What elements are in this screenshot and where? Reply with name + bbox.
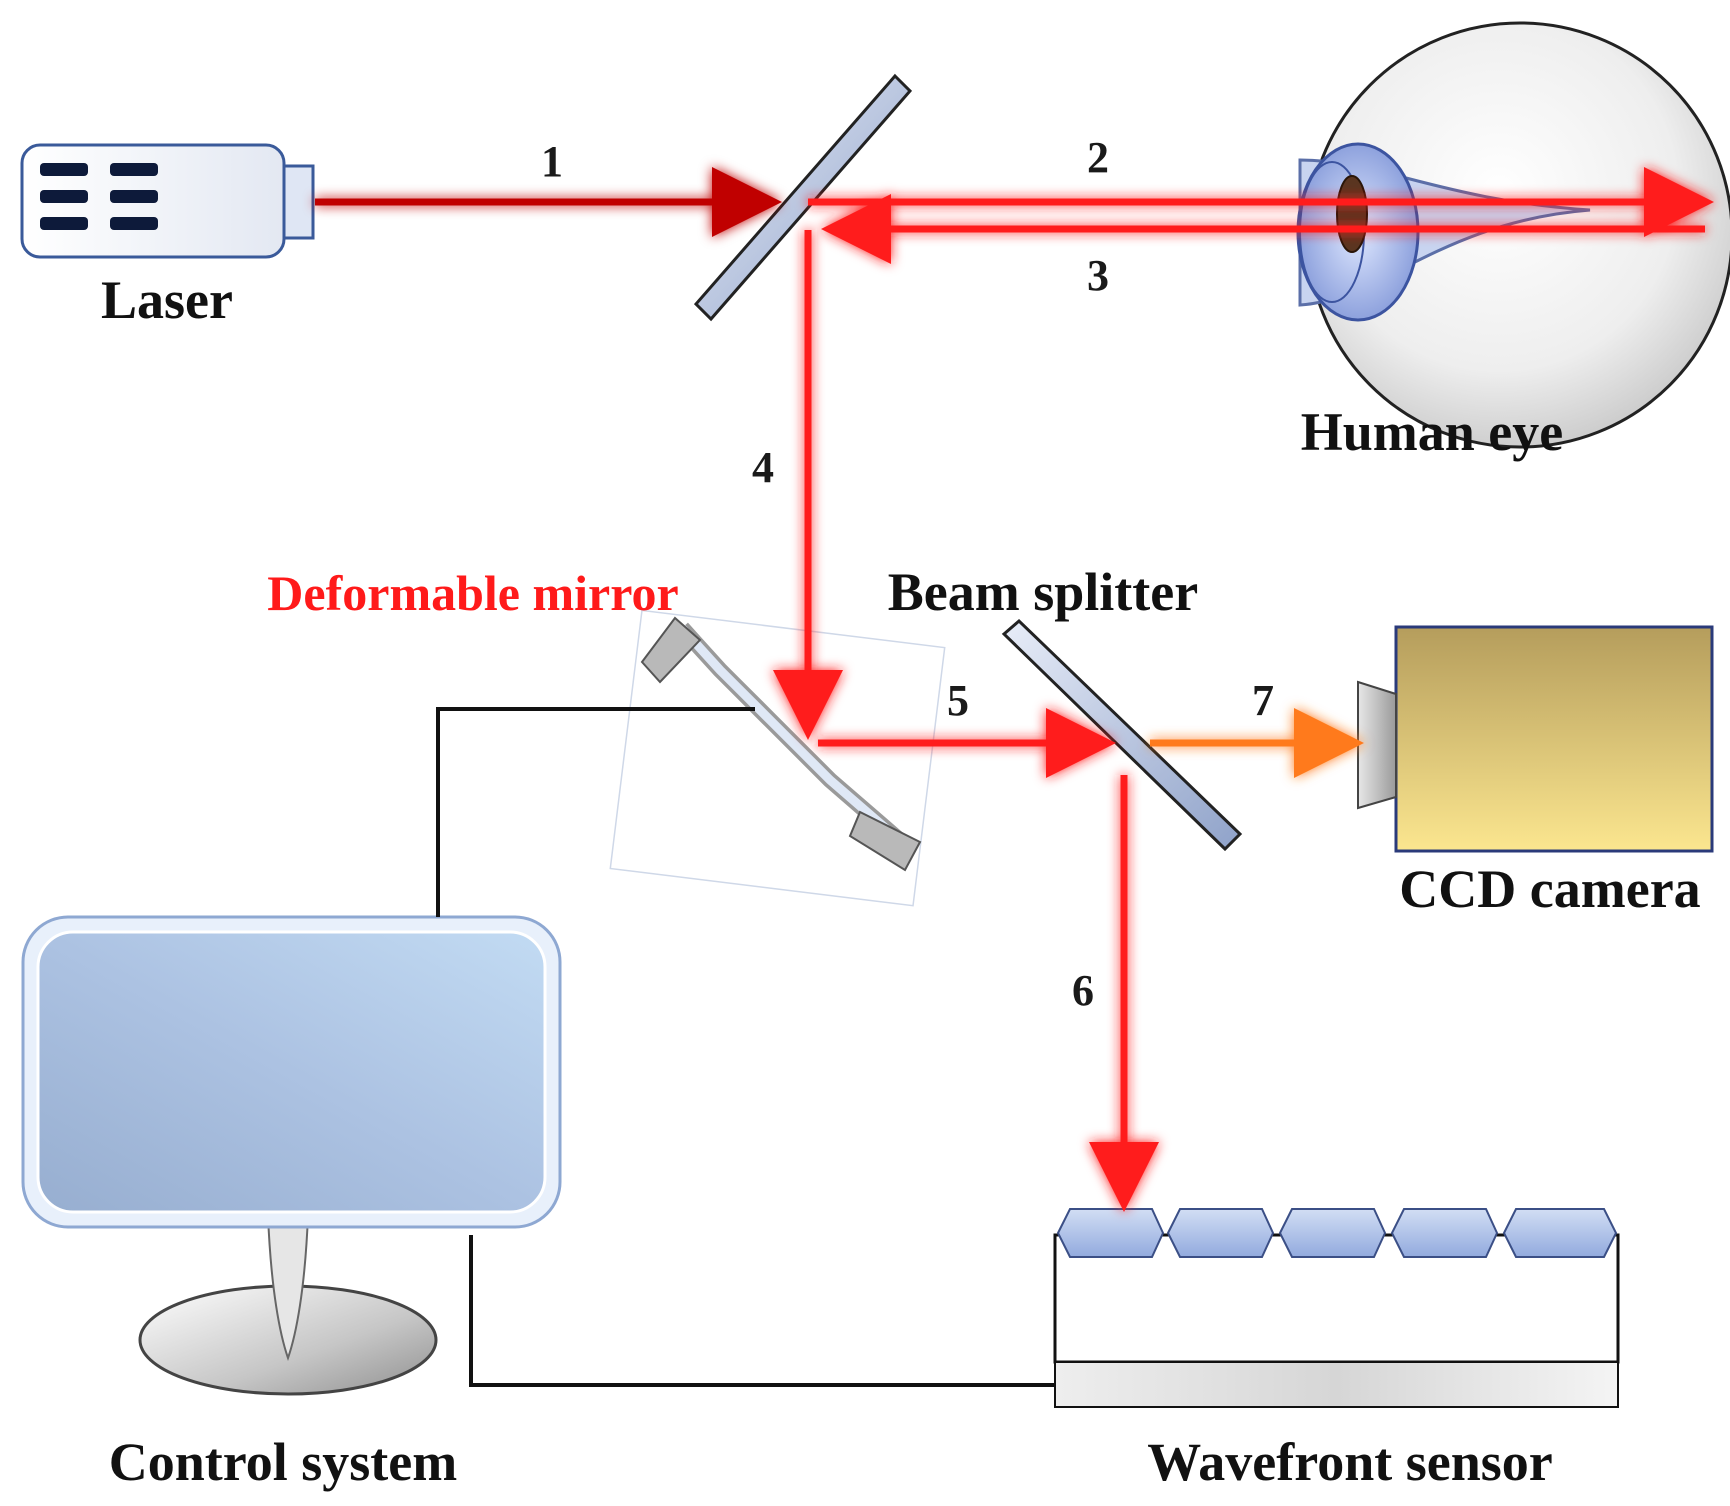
beam-number-5: 5 <box>947 676 969 725</box>
wavefront-sensor-icon <box>1053 1208 1620 1408</box>
control-system-icon <box>21 915 562 1396</box>
beam-splitter-label: Beam splitter <box>888 562 1198 622</box>
top-mirror-icon <box>693 73 913 322</box>
human-eye-label: Human eye <box>1301 402 1564 462</box>
light-beams <box>315 167 1714 1212</box>
deformable-mirror-label: Deformable mirror <box>267 565 678 621</box>
control-wires <box>436 707 1055 1387</box>
beam-number-3: 3 <box>1087 251 1109 300</box>
beam-number-2: 2 <box>1087 133 1109 182</box>
beam-splitter-icon <box>1001 618 1243 852</box>
control-system-label: Control system <box>109 1432 457 1492</box>
ccd-camera-label: CCD camera <box>1399 859 1700 919</box>
beam-number-6: 6 <box>1072 966 1094 1015</box>
laser-label: Laser <box>101 270 233 330</box>
ccd-camera-icon <box>1357 625 1714 853</box>
beam-number-1: 1 <box>541 137 563 186</box>
beam-number-4: 4 <box>752 443 774 492</box>
deformable-mirror-icon <box>609 609 946 907</box>
laser-icon <box>20 143 315 259</box>
beam-number-7: 7 <box>1252 676 1274 725</box>
human-eye-icon <box>1296 21 1730 449</box>
beam-numbers: 1 2 3 4 5 6 7 <box>541 133 1274 1015</box>
wavefront-sensor-label: Wavefront sensor <box>1147 1432 1552 1492</box>
lenslet-array <box>1056 1208 1618 1258</box>
